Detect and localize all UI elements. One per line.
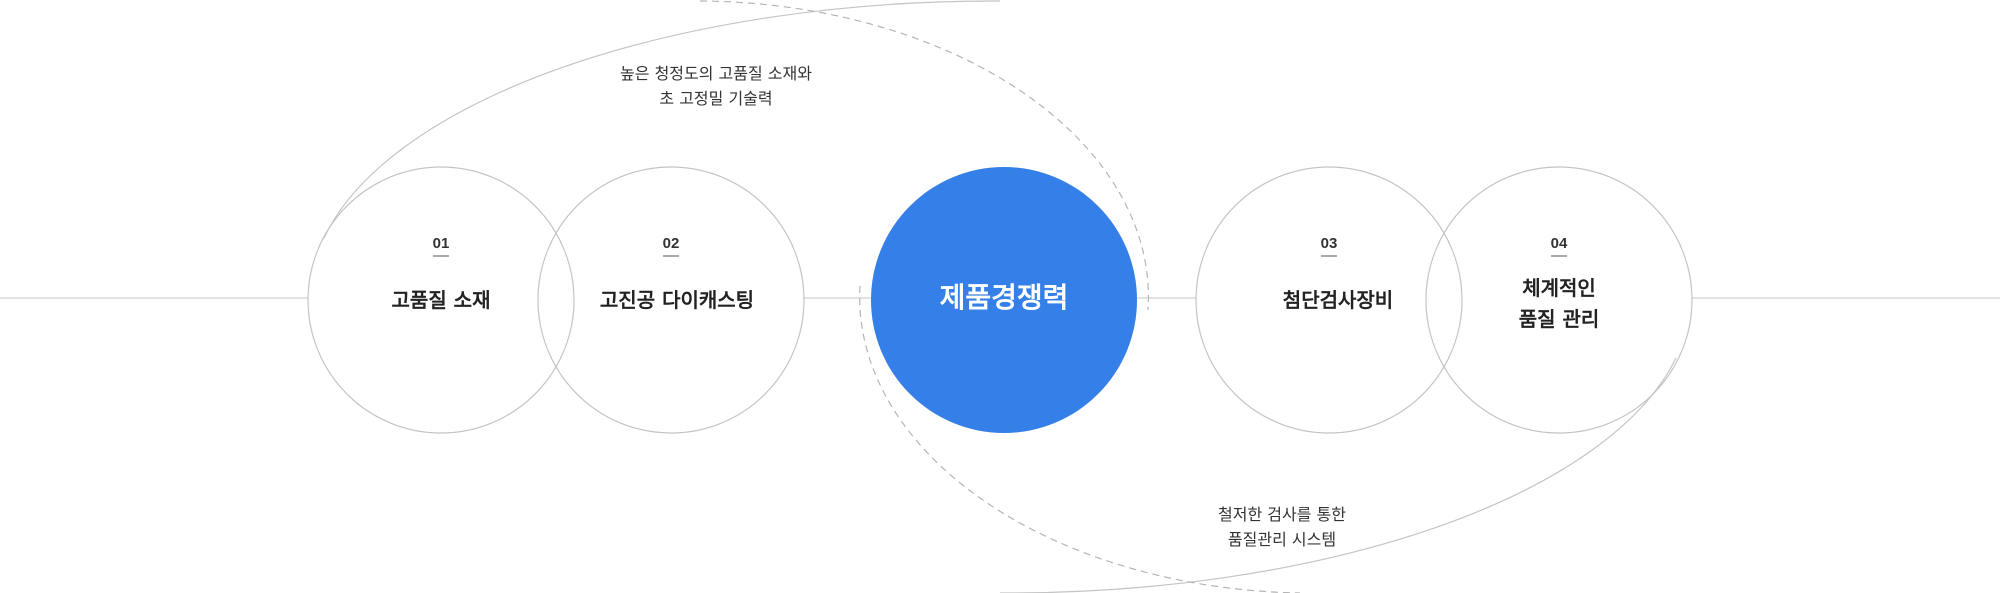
caption-bottom-line-1: 철저한 검사를 통한: [1218, 505, 1346, 524]
center-label: 제품경쟁력: [940, 281, 1069, 314]
caption-top-line-1: 높은 청정도의 고품질 소재와: [620, 64, 812, 83]
caption-top-line-2: 초 고정밀 기술력: [659, 89, 772, 108]
outer-ellipse-top-right-dashed-arc: [699, 0, 1150, 311]
node-title-04-line-1: 체계적인: [1522, 276, 1596, 300]
node-title-01: 고품질 소재: [392, 288, 491, 312]
node-circle-02: [537, 166, 805, 434]
node-title-04-line-2: 품질 관리: [1519, 307, 1600, 331]
node-number-01: 01: [433, 235, 450, 252]
outer-ellipse-bottom-right-arc: [1000, 357, 1677, 593]
node-title-03: 첨단검사장비: [1283, 288, 1393, 312]
node-number-04: 04: [1551, 235, 1568, 252]
outer-ellipse-top-left-arc: [323, 0, 1001, 239]
caption-bottom-line-2: 품질관리 시스템: [1228, 530, 1336, 549]
node-number-03: 03: [1321, 235, 1338, 252]
center-circle: [871, 167, 1137, 433]
node-title-02: 고진공 다이캐스팅: [600, 288, 754, 312]
outer-ellipse-bottom-left-dashed-arc: [859, 285, 1301, 593]
node-circle-04: [1425, 166, 1693, 434]
node-number-02: 02: [663, 235, 680, 252]
node-circle-03: [1195, 166, 1463, 434]
node-circle-01: [307, 166, 575, 434]
